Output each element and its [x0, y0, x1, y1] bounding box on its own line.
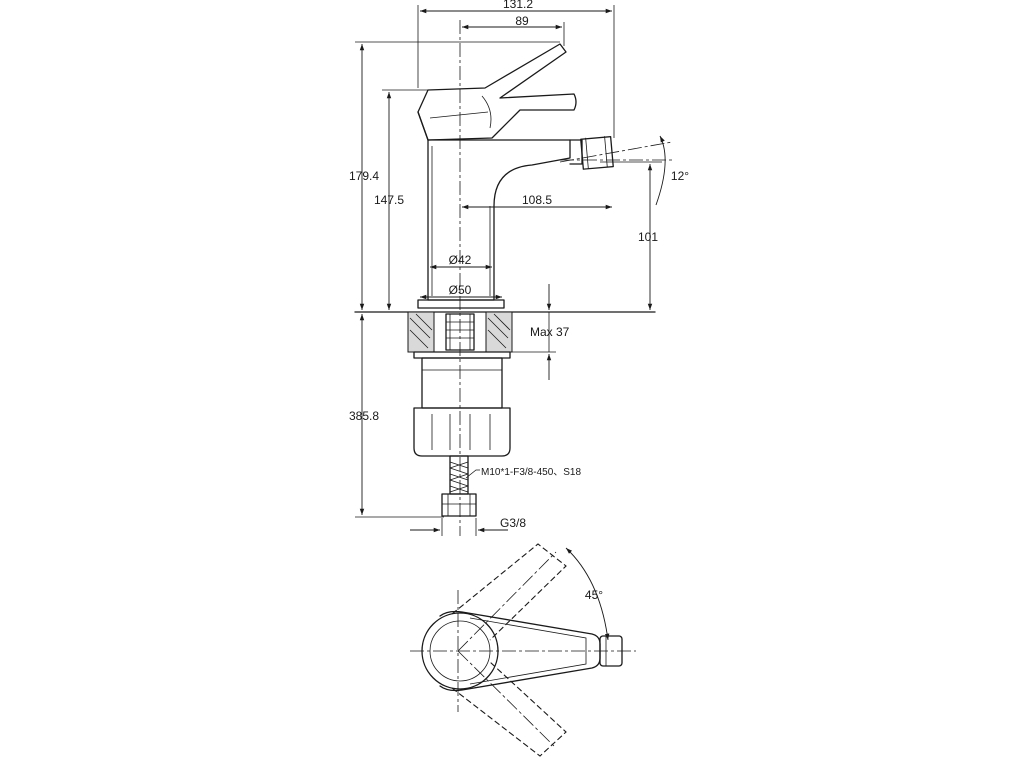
dim-thread: G3/8 — [500, 516, 526, 530]
spray-nozzle — [569, 136, 614, 170]
lever-handle — [417, 43, 577, 141]
handle-rotated-down — [451, 661, 567, 757]
dim-spout-height: 101 — [638, 230, 658, 244]
mounting-nut — [413, 357, 511, 457]
dim-spray-angle: 12° — [671, 169, 689, 183]
braided-hose — [441, 455, 477, 517]
top-view: 45° — [410, 543, 636, 757]
hose-spec-label: M10*1-F3/8-450、S18 — [481, 467, 581, 478]
dim-hose-length: 385.8 — [349, 409, 379, 423]
dim-handle-width: 89 — [515, 14, 529, 28]
dim-inner-diameter: Ø42 — [449, 253, 472, 267]
dim-max-deck: Max 37 — [530, 325, 570, 339]
dim-body-height: 147.5 — [374, 193, 404, 207]
side-view: 131.2 89 179.4 147.5 108.5 101 12° Ø42 Ø… — [349, 0, 689, 536]
dim-overall-width: 131.2 — [503, 0, 533, 11]
base-ring — [417, 299, 505, 309]
dim-total-height: 179.4 — [349, 169, 379, 183]
dim-outer-diameter: Ø50 — [449, 283, 472, 297]
deck-section — [354, 311, 656, 359]
top-nozzle — [599, 635, 623, 667]
dim-rotation-angle: 45° — [585, 588, 603, 602]
dim-spout-reach: 108.5 — [522, 193, 552, 207]
handle-rotated-up — [451, 543, 567, 641]
body-circle — [421, 612, 499, 690]
faucet-body — [427, 139, 571, 301]
